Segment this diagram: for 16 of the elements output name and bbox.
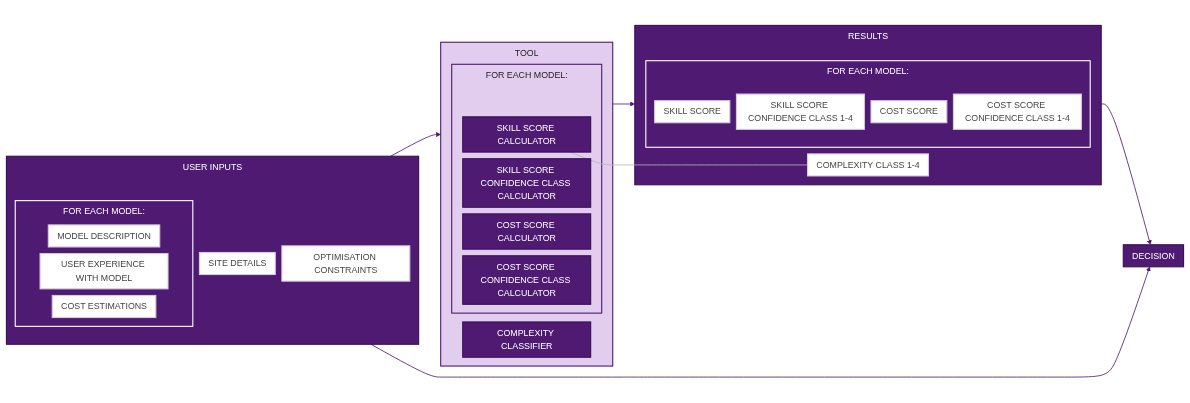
node-box: SKILL SCORE CALCULATOR <box>462 116 592 153</box>
node-box: SITE DETAILS <box>198 252 276 276</box>
node-box: SKILL SCORE CONFIDENCE CLASS CALCULATOR <box>462 158 592 209</box>
node-box: USER EXPERIENCE WITH MODEL <box>39 253 169 290</box>
node-box: COST SCORE <box>870 100 948 124</box>
node-box: COMPLEXITY CLASS 1-4 <box>807 153 930 177</box>
node-box: COMPLEXITY CLASSIFIER <box>462 321 592 359</box>
node-box: SKILL SCORE <box>654 100 731 124</box>
node-box: DECISION <box>1122 244 1185 268</box>
node-box: COST SCORE CONFIDENCE CLASS 1-4 <box>952 93 1082 131</box>
node-box: MODEL DESCRIPTION <box>47 224 161 248</box>
node-box: COST ESTIMATIONS <box>51 295 157 319</box>
node-box: COST SCORE CONFIDENCE CLASS CALCULATOR <box>462 255 592 306</box>
node-box: OPTIMISATION CONSTRAINTS <box>281 245 411 282</box>
node-box: SKILL SCORE CONFIDENCE CLASS 1-4 <box>735 93 865 131</box>
node-box: COST SCORE CALCULATOR <box>462 213 592 250</box>
